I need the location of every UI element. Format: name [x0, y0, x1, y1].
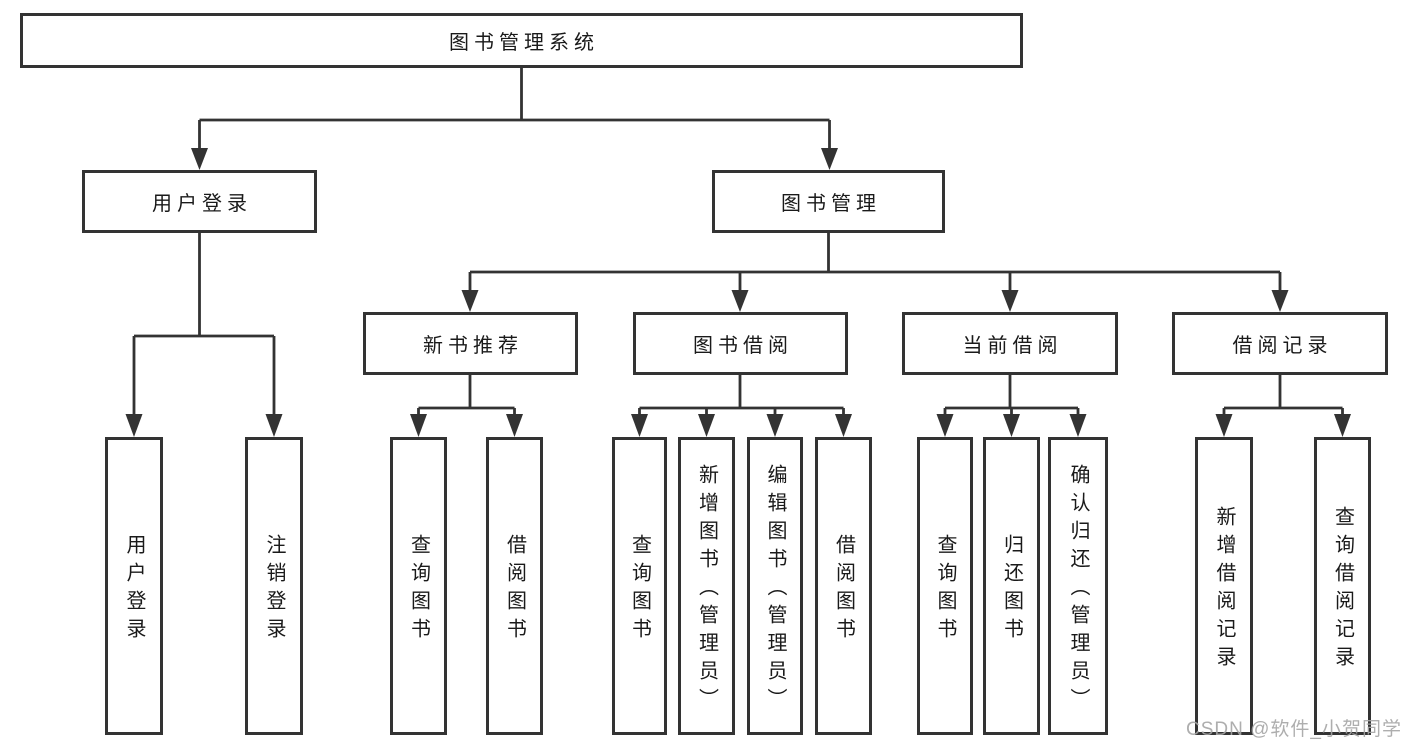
leaf-user-login: 用户登录 — [105, 437, 163, 735]
leaf-logout: 注销登录 — [245, 437, 303, 735]
leaf-add-book-admin: 新增图书（管理员） — [678, 437, 735, 735]
node-book-borrowing: 图书借阅 — [633, 312, 848, 375]
node-library-management-system: 图书管理系统 — [20, 13, 1023, 68]
node-user-login: 用户登录 — [82, 170, 317, 233]
node-borrowing-records: 借阅记录 — [1172, 312, 1388, 375]
node-book-management: 图书管理 — [712, 170, 945, 233]
leaf-confirm-return-admin: 确认归还（管理员） — [1048, 437, 1108, 735]
leaf-borrow-books: 借阅图书 — [815, 437, 872, 735]
leaf-query-borrow-record: 查询借阅记录 — [1314, 437, 1371, 735]
leaf-add-borrow-record: 新增借阅记录 — [1195, 437, 1253, 735]
leaf-query-books-current: 查询图书 — [917, 437, 973, 735]
leaf-query-books-borrow: 查询图书 — [612, 437, 667, 735]
watermark: CSDN @软件_小贺同学 — [1186, 719, 1402, 740]
leaf-borrow-books-recommend: 借阅图书 — [486, 437, 543, 735]
leaf-query-books-recommend: 查询图书 — [390, 437, 447, 735]
node-new-book-recommendation: 新书推荐 — [363, 312, 578, 375]
leaf-return-books: 归还图书 — [983, 437, 1040, 735]
node-current-borrowing: 当前借阅 — [902, 312, 1118, 375]
leaf-edit-book-admin: 编辑图书（管理员） — [747, 437, 803, 735]
